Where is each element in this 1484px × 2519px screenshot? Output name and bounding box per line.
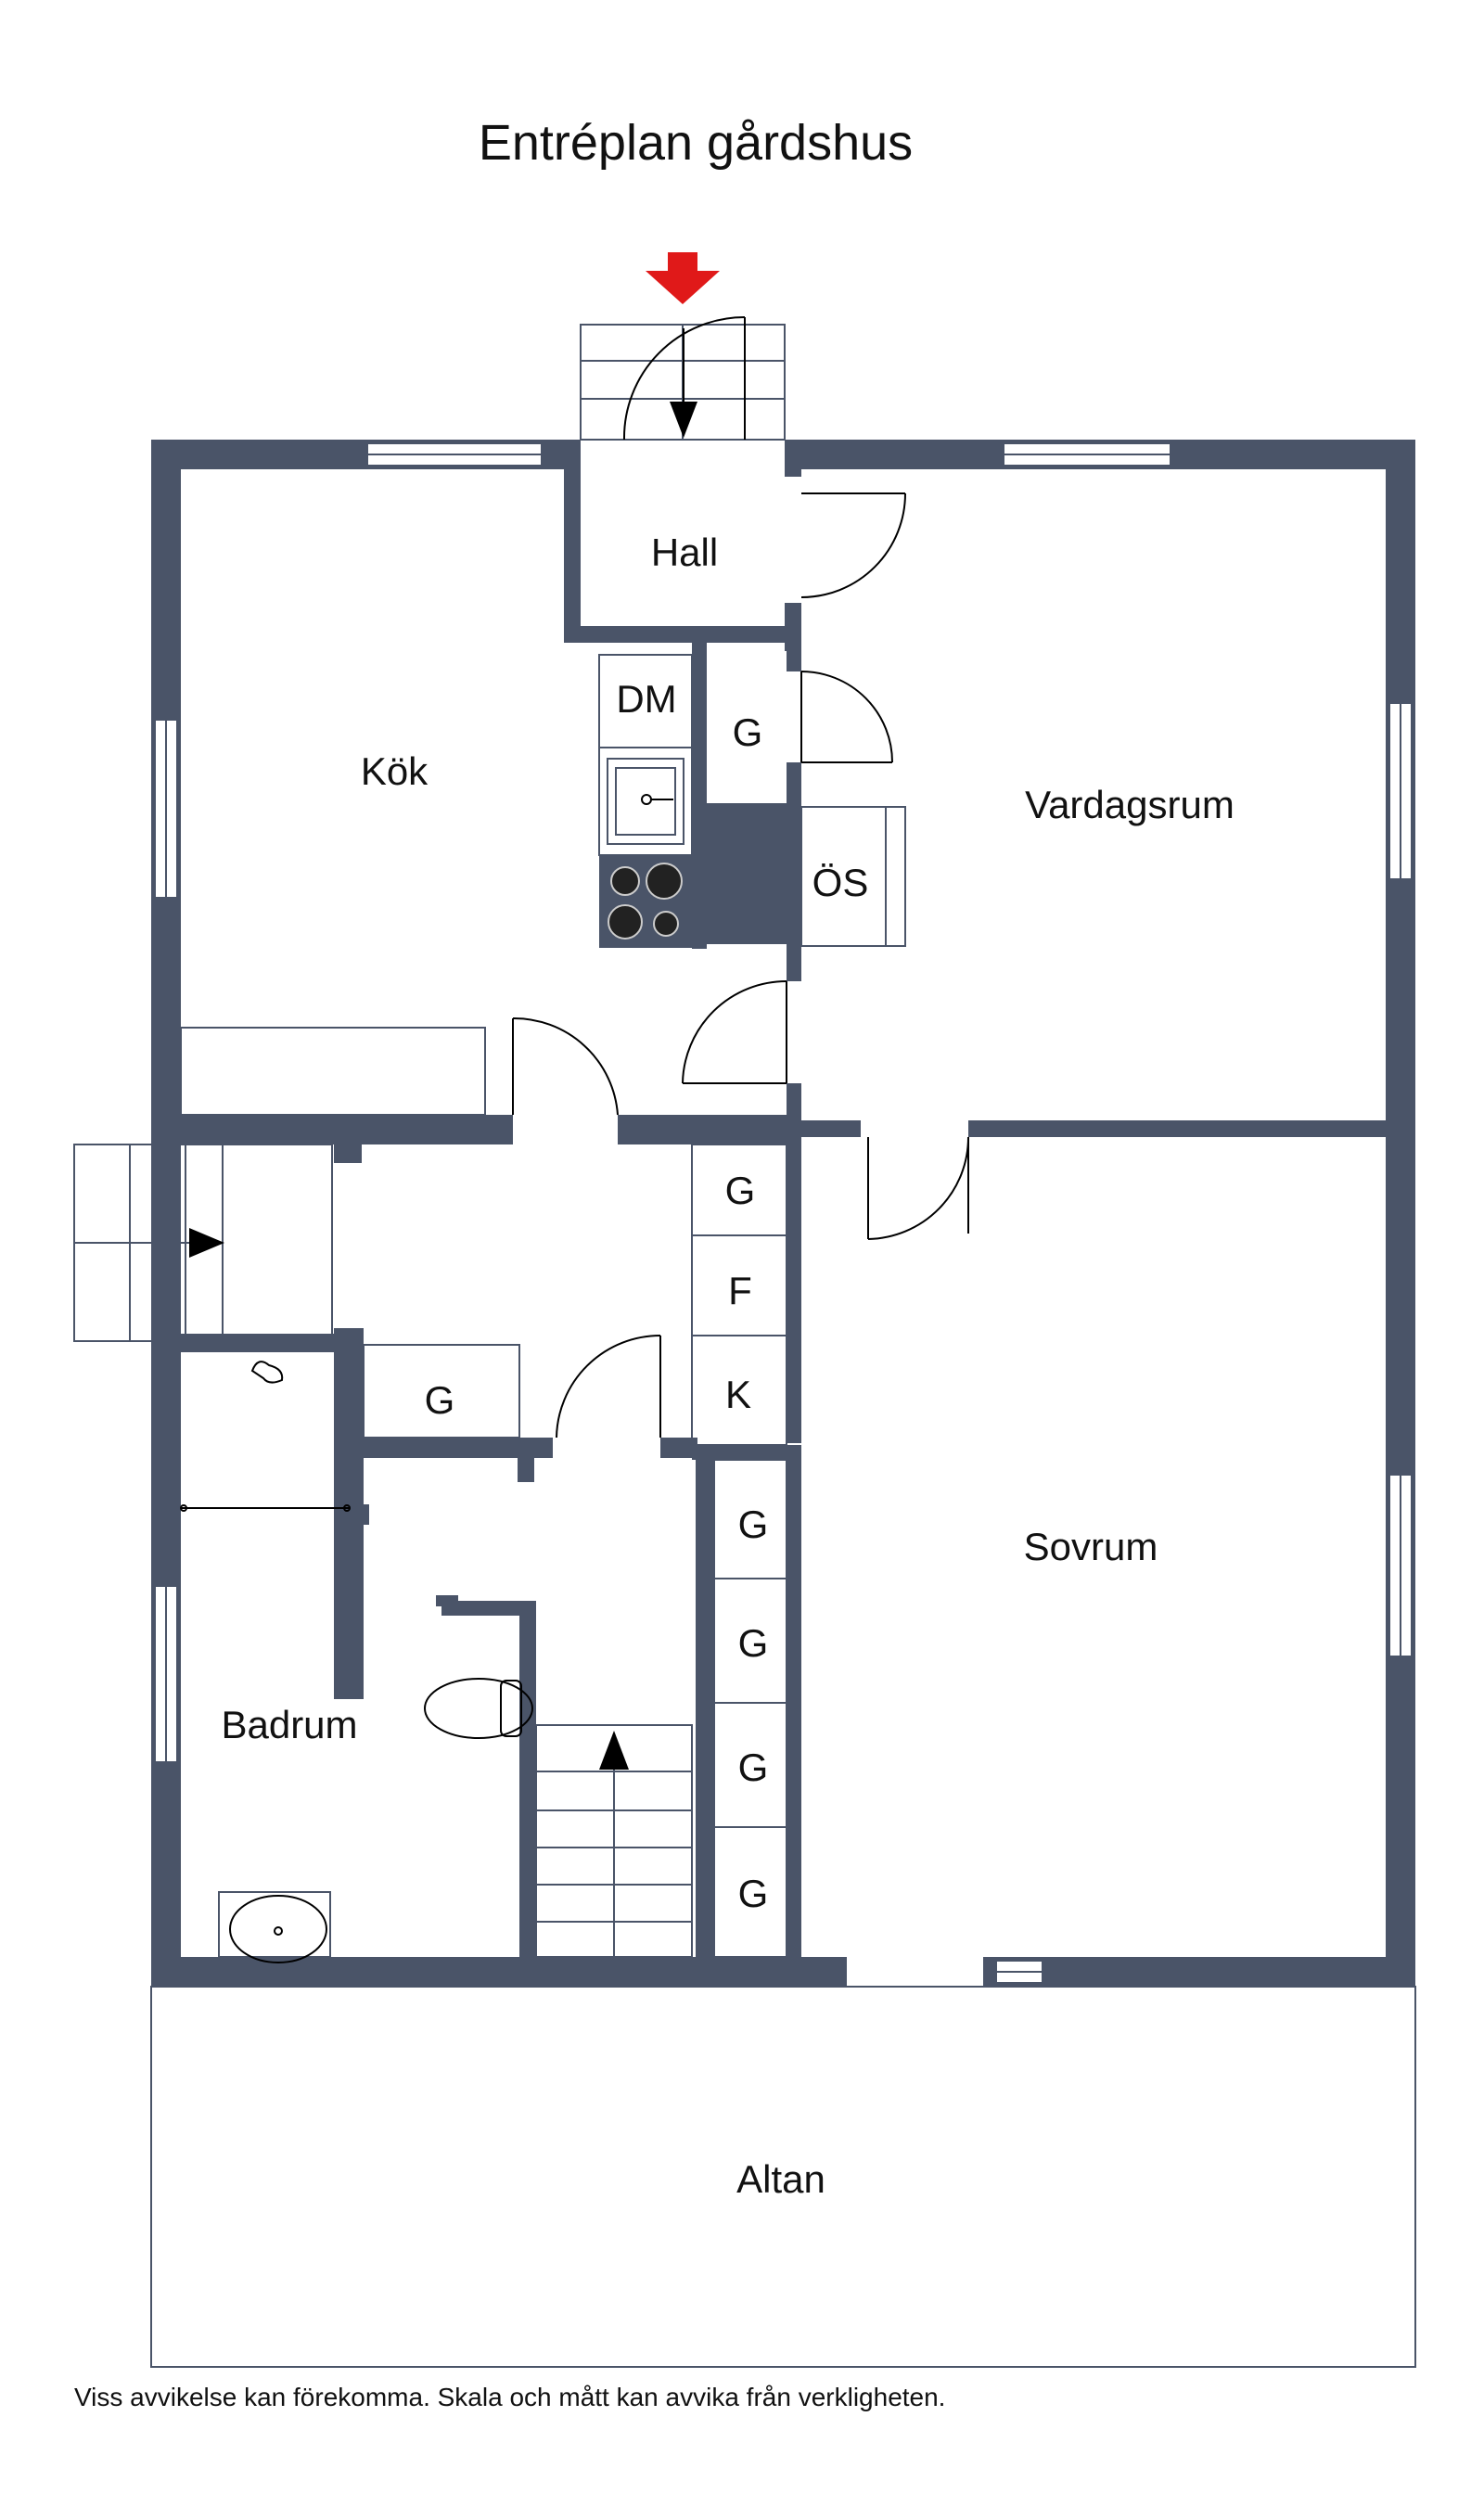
room-label-vardagsrum: Vardagsrum	[1025, 783, 1235, 826]
interior-walls	[151, 440, 1415, 1987]
room-label-kok: Kök	[361, 749, 429, 793]
room-label-g1: G	[738, 1502, 769, 1546]
room-label-g-hall: G	[733, 710, 763, 754]
west-stair-arrow-icon	[189, 1228, 224, 1258]
room-label-g2: G	[738, 1621, 769, 1665]
room-label-g3: G	[738, 1745, 769, 1789]
room-label-os: ÖS	[812, 861, 869, 904]
terrace	[150, 1986, 1416, 2368]
room-label-f: F	[728, 1269, 752, 1312]
small-closet	[363, 1344, 520, 1439]
room-label-g4: G	[738, 1872, 769, 1915]
room-label-hall: Hall	[651, 531, 718, 574]
interior-stairs	[535, 1724, 693, 1958]
door-swings	[512, 492, 969, 1439]
room-label-g-small: G	[425, 1378, 455, 1422]
entrance-door-swing	[622, 316, 746, 441]
room-label-g-upper: G	[725, 1169, 756, 1212]
disclaimer-note: Viss avvikelse kan förekomma. Skala och …	[74, 2383, 945, 2411]
windows	[154, 442, 1413, 1984]
entrance-arrow-icon	[646, 252, 720, 304]
kitchen-fixtures	[180, 654, 906, 1116]
room-label-sovrum: Sovrum	[1024, 1525, 1158, 1568]
bathroom-fixtures	[180, 1361, 533, 1963]
room-label-dm: DM	[616, 677, 676, 721]
room-label-k: K	[725, 1373, 751, 1416]
interior-stair-arrow-icon	[599, 1731, 629, 1770]
room-label-altan: Altan	[736, 2157, 825, 2201]
exterior-walls	[151, 440, 1415, 1987]
cabinets-column	[691, 1144, 787, 1446]
wardrobes-column	[713, 1459, 787, 1958]
stair-direction-arrow-icon	[670, 402, 697, 438]
bathroom-partition	[436, 1595, 454, 1606]
room-label-badrum: Badrum	[221, 1703, 357, 1746]
plan-title: Entréplan gårdshus	[479, 115, 913, 171]
